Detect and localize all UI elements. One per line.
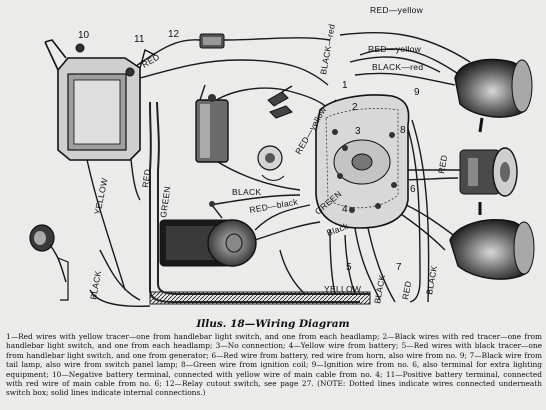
caption-title: Illus. 18—Wiring Diagram — [196, 318, 350, 330]
label-black-red-top: BLACK—red — [372, 62, 423, 72]
headlamp-lower — [449, 202, 535, 280]
label-red-yellow-2: RED—yellow — [368, 44, 422, 54]
timer — [257, 145, 285, 181]
wire-black-red-top — [354, 72, 456, 86]
terminal-7: 7 — [396, 262, 402, 273]
caption-body: 1—Red wires with yellow tracer—one from … — [6, 332, 542, 398]
ignition-coil — [195, 94, 229, 163]
spark-plugs — [267, 85, 293, 119]
terminal-6: 6 — [410, 184, 416, 195]
label-yellow-left: YELLOW — [92, 177, 110, 215]
wires — [84, 31, 471, 308]
label-black-right: BLACK — [424, 265, 439, 296]
label-red-left: RED — [140, 168, 153, 188]
switch-box — [315, 94, 410, 229]
label-red-black: RED—black — [249, 197, 299, 215]
terminal-1: 1 — [342, 80, 348, 91]
label-red-bottom: RED — [400, 280, 413, 300]
terminal-12: 12 — [168, 29, 180, 40]
main-cable-sheath — [149, 291, 371, 305]
label-red-right: RED — [436, 154, 449, 174]
terminal-8: 8 — [400, 125, 406, 136]
label-black-bottom: BLACK — [372, 274, 387, 305]
label-green-left: GREEN — [158, 185, 172, 218]
label-black-left: BLACK — [88, 270, 103, 301]
generator — [159, 201, 257, 267]
terminal-10: 10 — [78, 30, 90, 41]
label-red-yellow-1: RED—yellow — [370, 5, 424, 15]
terminal-5: 5 — [346, 262, 352, 273]
terminal-4: 4 — [342, 204, 348, 215]
horn — [459, 147, 518, 197]
relay-cutout-switch — [199, 33, 225, 49]
terminal-9: 9 — [414, 87, 420, 98]
terminal-3: 3 — [355, 126, 361, 137]
battery — [44, 39, 156, 161]
terminal-2: 2 — [352, 102, 358, 113]
label-black-red-vertical: BLACK—red — [318, 23, 337, 75]
handlebar-light-switch — [29, 224, 69, 301]
wire-red-yellow-1 — [359, 48, 461, 76]
battery-negative-terminal — [75, 43, 85, 53]
wire-red-top — [129, 39, 201, 71]
headlamp-upper — [454, 58, 533, 133]
label-yellow-bottom: YELLOW — [324, 284, 361, 294]
terminal-11: 11 — [134, 34, 145, 45]
label-black-mid: BLACK — [232, 187, 261, 197]
label-black-small: Black — [325, 221, 350, 238]
battery-positive-terminal — [125, 67, 135, 77]
